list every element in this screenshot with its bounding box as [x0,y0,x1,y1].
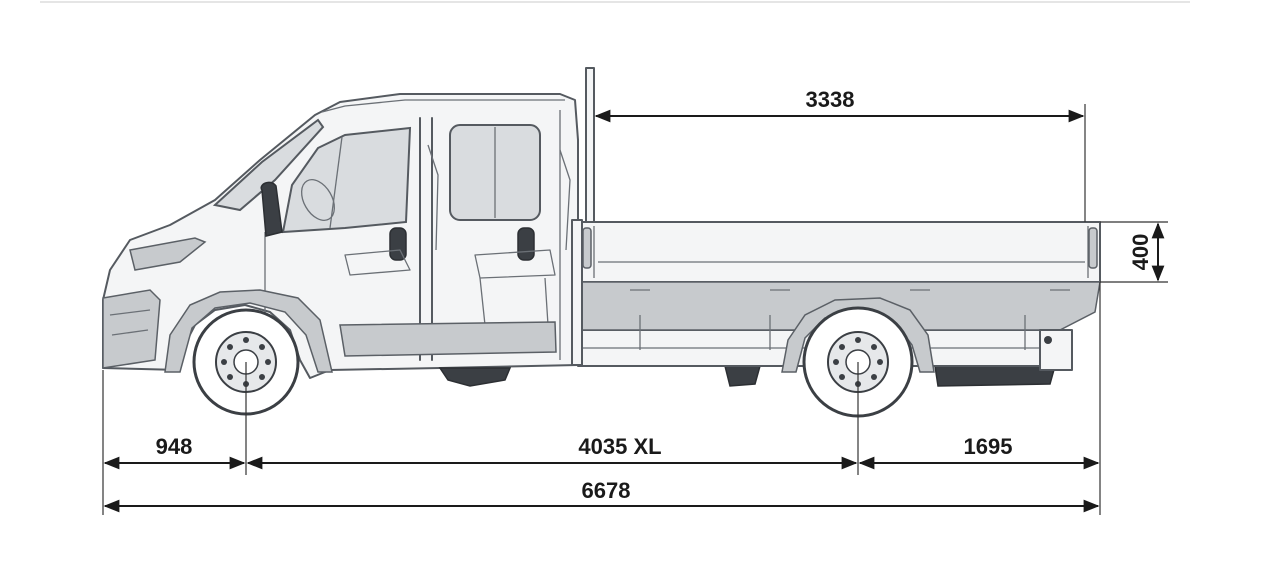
label-platform-length: 3338 [806,87,855,112]
label-wheelbase: 4035 XL [578,434,661,459]
windshield [212,118,325,212]
side-mirror [260,181,283,237]
fuel-tank [438,367,512,387]
seat-back-rear [559,149,571,251]
front-wheel-arch [164,289,333,373]
label-side-height: 400 [1128,234,1153,271]
front-door-window [281,126,412,234]
dimension-labels: 3338 400 948 4035 XL 1695 6678 [156,87,1153,503]
window-pillar [329,136,343,229]
steering-wheel [300,179,336,221]
headboard-post [585,67,595,223]
flatbed-side-panel [579,221,1101,283]
label-overall-length: 6678 [582,478,631,503]
dimension-lines [102,104,1168,515]
label-front-overhang: 948 [156,434,193,459]
front-bumper [102,289,161,369]
tail-light [1039,329,1073,371]
side-skirt [339,321,557,357]
headlight [129,237,207,271]
truck-illustration [102,67,1101,418]
tail-light-lamp [1044,336,1052,344]
rear-axle-part [724,365,761,387]
front-door-handle [389,227,407,261]
seat-back-front [427,144,439,251]
rear-door-handle [517,227,535,261]
rear-seat [474,249,556,279]
front-seat [344,249,411,276]
label-rear-overhang: 1695 [964,434,1013,459]
seat-legs [479,277,549,326]
cab-rear-pillar [571,219,583,366]
rear-underbody [934,365,1056,387]
grille-lines [109,309,151,336]
roof-line [321,99,565,113]
